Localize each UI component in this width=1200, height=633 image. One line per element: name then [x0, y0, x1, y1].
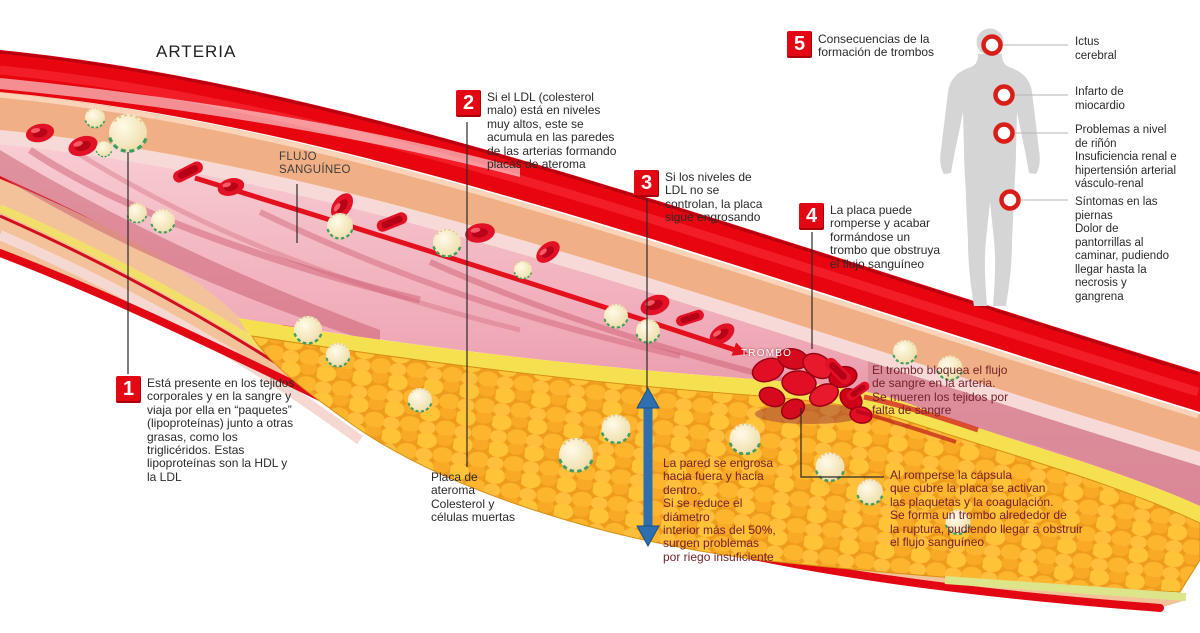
step-5-badge: 5 [787, 31, 812, 58]
leader-ruptura [800, 408, 884, 478]
step-2-badge: 2 [456, 90, 481, 117]
plaque-yellow-cap [238, 318, 1200, 523]
step-1-number: 1 [122, 378, 135, 400]
leader-lines [127, 122, 884, 478]
marker-brain [981, 34, 1003, 56]
consequence-legs: Síntomas en las piernas Dolor de pantorr… [1075, 196, 1169, 303]
consequence-markers [981, 34, 1068, 211]
step-4-text: La placa puede romperse y acabar formánd… [830, 203, 941, 271]
consequence-brain: Ictus cerebral [1075, 36, 1117, 62]
plaque-label: Placa de ateroma Colesterol y células mu… [431, 470, 516, 525]
step-3-text: Si los niveles de LDL no se controlan, l… [665, 170, 763, 225]
step-4-badge: 4 [799, 203, 824, 230]
trombo-clot [751, 348, 979, 444]
step-1-badge: 1 [116, 376, 141, 403]
step-3-number: 3 [640, 172, 653, 194]
consequence-heart: Infarto de miocardio [1075, 86, 1125, 112]
blood-flow-arrow [194, 175, 748, 356]
step-2-text: Si el LDL (colesterol malo) está en nive… [487, 90, 617, 172]
page-title: ARTERIA [156, 42, 237, 61]
step-4-number: 4 [805, 205, 818, 227]
marker-leg [999, 189, 1021, 211]
rupture-text: Al romperse la cápsula que cubre la plac… [890, 468, 1083, 550]
marker-kidney [993, 122, 1015, 144]
marker-heart [993, 84, 1015, 106]
step-5-text: Consecuencias de la formación de trombos [818, 32, 935, 60]
artery-red-wall [0, 50, 1200, 412]
trombo-block-text: El trombo bloquea el flujo de sangre en … [872, 363, 1009, 418]
step-3-badge: 3 [634, 170, 659, 197]
step-1-text: Está presente en los tejidos corporales … [147, 376, 295, 484]
step-5-number: 5 [793, 33, 806, 55]
blocked-lumen-region [868, 352, 1200, 506]
wall-growth-text: La pared se engrosa hacia fuera y hacia … [663, 456, 776, 564]
flow-label: FLUJO SANGUÍNEO [279, 151, 351, 177]
trombo-label: TROMBO [741, 348, 793, 359]
plaque-green-layer [944, 576, 1187, 601]
step-2-number: 2 [462, 92, 475, 114]
wall-growth-arrow [636, 386, 660, 548]
consequence-kidney: Problemas a nivel de riñón Insuficiencia… [1075, 124, 1177, 190]
